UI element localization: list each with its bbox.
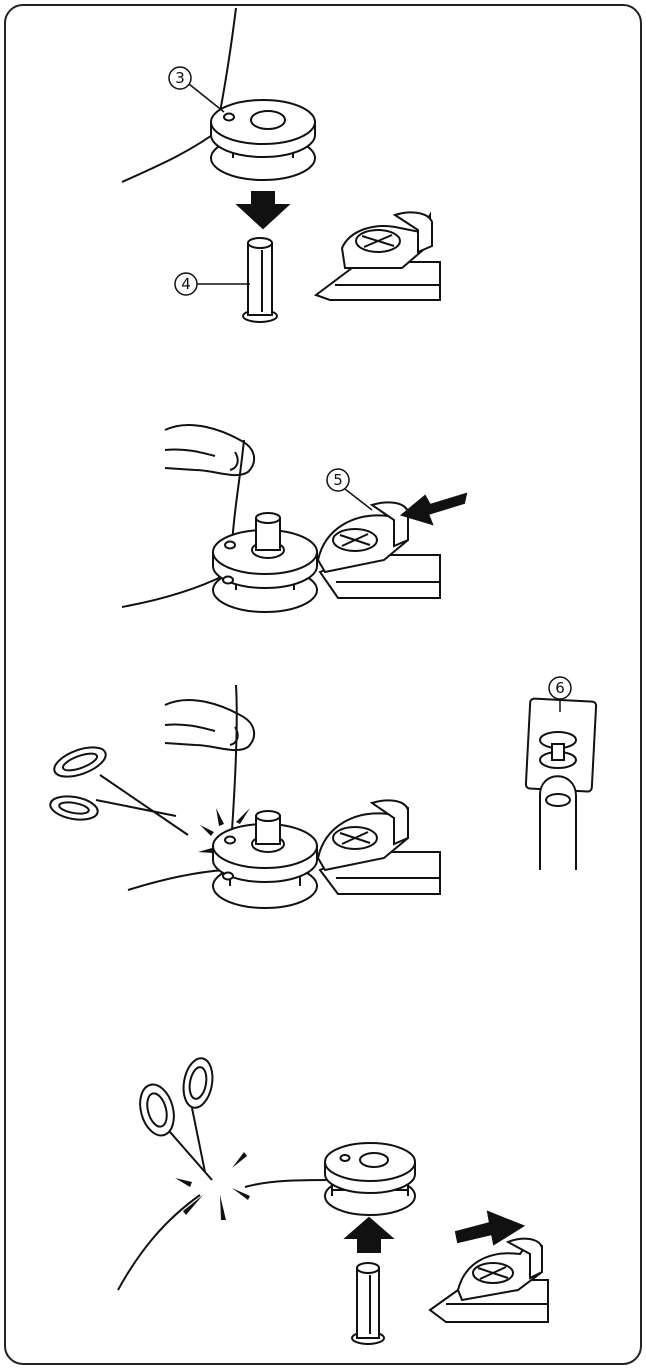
- up-arrow-icon: [346, 1218, 392, 1252]
- thread-line: [128, 870, 225, 890]
- callout-4: 4: [175, 273, 250, 295]
- bobbin-icon: [213, 513, 317, 612]
- step-4-remove-bobbin: [118, 1056, 548, 1344]
- callout-6-label: 6: [555, 679, 565, 697]
- page-frame: [5, 5, 641, 1364]
- scissors-icon: [48, 741, 188, 835]
- step-3-trim-thread-and-wind: [48, 685, 596, 908]
- down-arrow-icon: [238, 192, 288, 228]
- bobbin-winder-stopper: [430, 1239, 548, 1322]
- bobbin-winder-spindle: [352, 1263, 384, 1344]
- hand-icon: [165, 700, 254, 750]
- callout-3-label: 3: [175, 69, 185, 87]
- bobbin-icon: [128, 811, 317, 908]
- bobbin-winder-stopper: [316, 212, 440, 300]
- thread-line: [220, 8, 236, 112]
- bobbin-winder-stopper: [318, 800, 440, 894]
- bobbin-indicator-inset: [526, 698, 597, 870]
- bobbin-icon: [211, 100, 315, 180]
- callout-5: 5: [327, 469, 372, 510]
- callout-3: 3: [169, 67, 224, 112]
- callout-4-label: 4: [181, 275, 191, 293]
- step-2-push-stopper: [122, 425, 466, 612]
- thread-line: [232, 685, 237, 830]
- callout-5-label: 5: [333, 471, 343, 489]
- bobbin-winder-spindle: [243, 238, 277, 322]
- bobbin-icon: [325, 1143, 415, 1215]
- thread-line: [245, 1180, 332, 1187]
- scissors-icon: [135, 1056, 216, 1180]
- left-arrow-icon: [402, 494, 466, 524]
- cut-mark-icon: [175, 1152, 250, 1220]
- thread-line: [122, 575, 225, 607]
- step-1-place-bobbin-on-spindle: [122, 8, 440, 322]
- thread-line: [122, 128, 222, 182]
